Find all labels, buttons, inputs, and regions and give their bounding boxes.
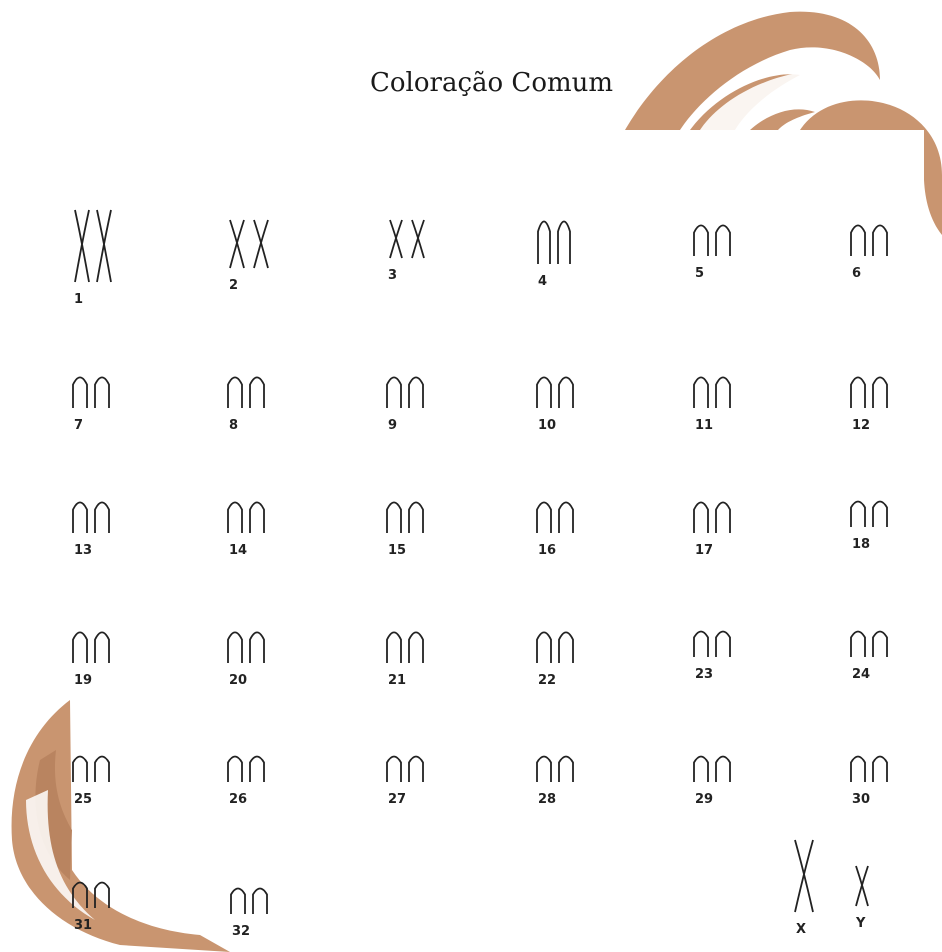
chromosome-pair-27 [384,752,432,782]
chromosome-pair-15 [384,497,432,533]
chromosome-pair-23 [691,627,739,657]
chromosome-label: 20 [229,673,248,688]
chromosome-label: 11 [695,418,714,433]
chromosome-pair-10 [534,372,582,408]
chromosome-pair-13 [70,497,118,533]
chromosome-label: 6 [852,266,862,281]
chromosome-pair-12 [848,372,896,408]
chromosome-pair-2 [225,219,273,269]
chromosome-pair-1 [70,209,118,283]
chromosome-pair-28 [534,752,582,782]
chromosome-label: Y [856,916,866,931]
chromosome-label: 32 [232,924,251,939]
chromosome-pair-14 [225,497,273,533]
chromosome-pair-31 [70,878,118,908]
chromosome-label: 16 [538,543,557,558]
chromosome-pair-7 [70,372,118,408]
chromosome-label: 8 [229,418,239,433]
chromosome-pair-11 [691,372,739,408]
chromosome-pair-22 [534,627,582,663]
chromosome-pair-3 [384,219,432,259]
chromosome-pair-y [852,865,900,907]
chromosome-pair-25 [70,752,118,782]
chromosome-label: 19 [74,673,93,688]
chromosome-pair-17 [691,497,739,533]
chromosome-label: X [796,922,807,937]
chromosome-label: 2 [229,278,239,293]
chromosome-label: 23 [695,667,714,682]
chromosome-label: 7 [74,418,84,433]
chromosome-label: 28 [538,792,557,807]
chromosome-pair-24 [848,627,896,657]
chromosome-label: 10 [538,418,557,433]
chromosome-label: 25 [74,792,93,807]
chromosome-label: 24 [852,667,871,682]
chromosome-label: 15 [388,543,407,558]
chromosome-label: 1 [74,292,84,307]
chromosome-pair-26 [225,752,273,782]
chromosome-label: 22 [538,673,557,688]
chromosome-label: 5 [695,266,705,281]
chromosome-label: 4 [538,274,548,289]
chromosome-label: 29 [695,792,714,807]
chromosome-label: 26 [229,792,248,807]
chromosome-label: 12 [852,418,871,433]
chromosome-label: 3 [388,268,398,283]
chromosome-pair-29 [691,752,739,782]
chromosome-label: 17 [695,543,714,558]
chromosome-pair-21 [384,627,432,663]
chromosome-label: 18 [852,537,871,552]
chromosome-pair-16 [534,497,582,533]
page-title: Coloração Comum [370,68,614,98]
chromosome-pair-18 [848,497,896,527]
chromosome-label: 31 [74,918,93,933]
chromosome-label: 14 [229,543,248,558]
chromosome-pair-6 [848,220,896,256]
chromosome-pair-5 [691,220,739,256]
chromosome-pair-20 [225,627,273,663]
chromosome-pair-8 [225,372,273,408]
chromosome-label: 13 [74,543,93,558]
chromosome-pair-9 [384,372,432,408]
chromosome-label: 30 [852,792,871,807]
chromosome-label: 9 [388,418,398,433]
chromosome-pair-19 [70,627,118,663]
chromosome-pair-30 [848,752,896,782]
chromosome-pair-32 [228,884,276,914]
chromosome-label: 21 [388,673,407,688]
chromosome-label: 27 [388,792,407,807]
chromosome-pair-4 [534,214,582,264]
chromosome-pair-x [792,839,840,913]
